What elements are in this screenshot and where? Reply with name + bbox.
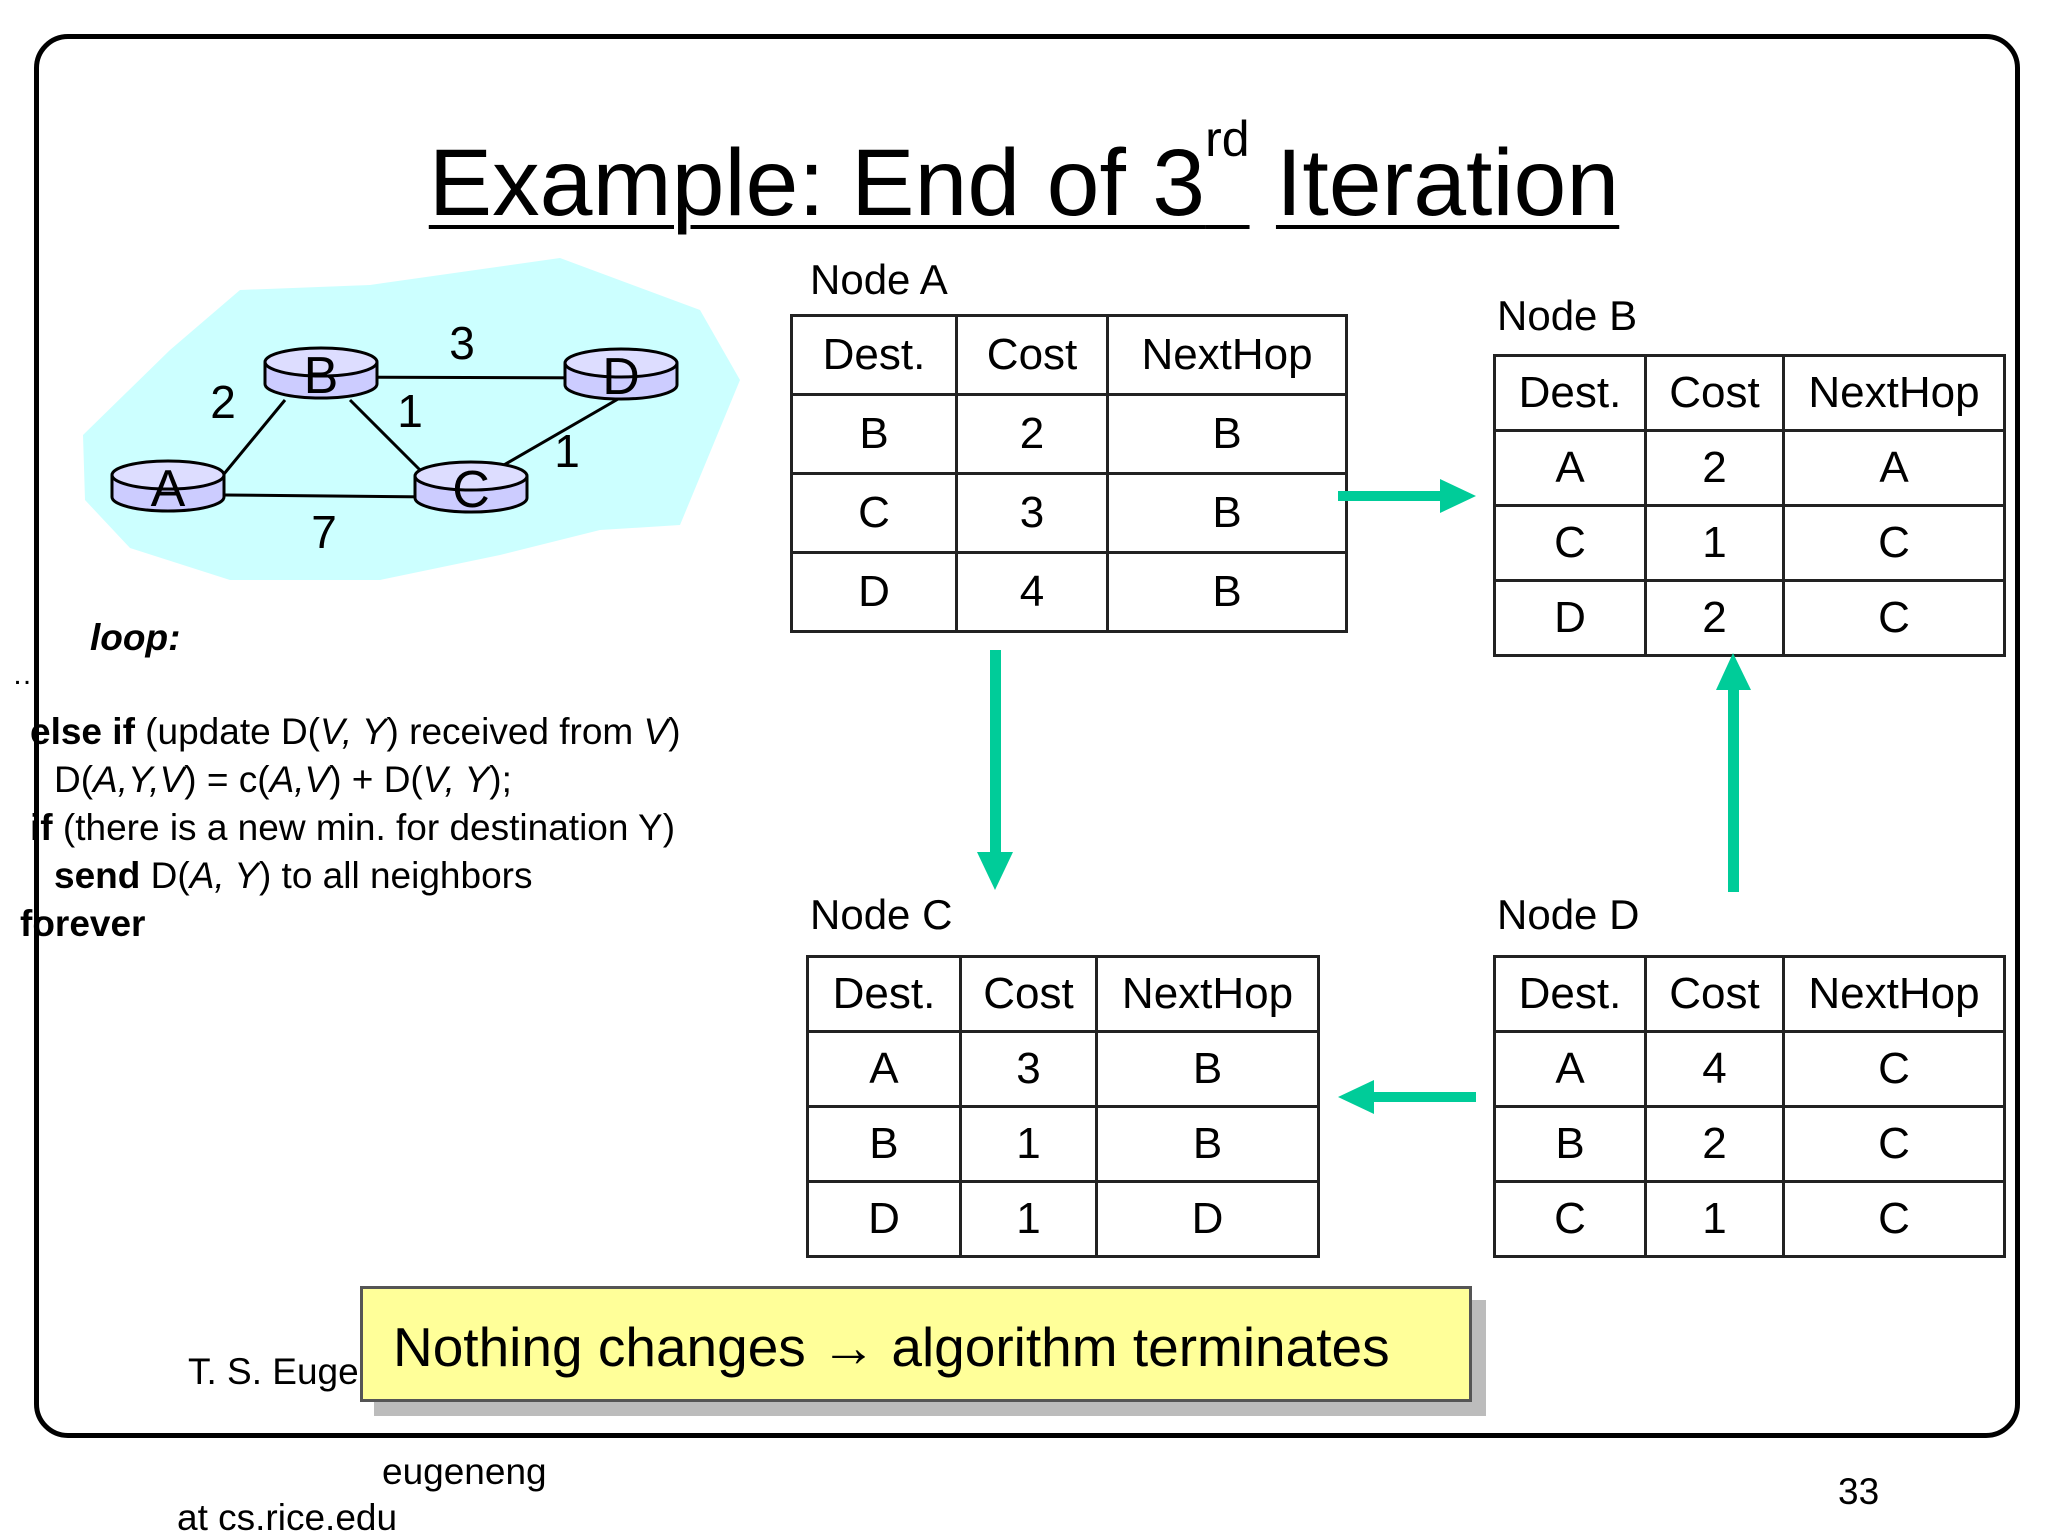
router-d: D [563, 347, 679, 406]
node-d-label: Node D [1497, 891, 1640, 938]
footer-email-domain: at cs.rice.edu [177, 1497, 398, 1538]
router-b: B [263, 346, 379, 405]
arrow-down-icon [977, 650, 1013, 890]
pseudo-line4: send D(A, Y) to all neighbors [54, 855, 533, 896]
slide-title: Example: End of 3rd Iteration [428, 111, 1620, 236]
footer-email-user: eugeneng [382, 1451, 547, 1492]
edge-c-d [489, 393, 626, 475]
edge-cost-a-c: 7 [311, 506, 337, 558]
edge-cost-b-d: 3 [449, 317, 475, 369]
slide-frame [34, 34, 2020, 1438]
arrow-right-icon [1338, 479, 1476, 513]
svg-text:C: C [452, 461, 490, 519]
edge-a-c [224, 493, 436, 499]
pseudo-forever: forever [20, 903, 146, 944]
edge-cost-a-b: 2 [210, 376, 236, 428]
node-b-label: Node B [1497, 292, 1638, 339]
footer-author: T. S. Euge [188, 1351, 359, 1392]
edge-cost-b-c: 1 [397, 385, 423, 437]
network-diagram: 3 2 1 1 7 B D A C [83, 258, 740, 580]
pseudo-ellipsis: … [12, 658, 42, 691]
svg-text:B: B [304, 347, 339, 405]
arrow-left-icon [1338, 1080, 1476, 1114]
svg-text:A: A [151, 460, 186, 518]
node-c-label: Node C [810, 891, 953, 938]
pseudo-loop: loop: [90, 617, 181, 658]
network-region [83, 258, 740, 580]
router-c: C [413, 460, 529, 519]
router-a: A [110, 459, 226, 518]
conclusion-callout: Nothing changes → algorithm terminates [360, 1286, 1472, 1402]
pseudo-line3: if (there is a new min. for destination … [30, 807, 676, 848]
pseudo-line2: D(A,Y,V) = c(A,V) + D(V, Y); [54, 759, 512, 800]
edge-b-c [348, 398, 427, 477]
pseudo-line1: else if (update D(V, Y) received from V) [30, 711, 681, 752]
node-a-label: Node A [810, 256, 948, 303]
svg-text:D: D [602, 348, 640, 406]
edge-cost-c-d: 1 [554, 425, 580, 477]
page-number: 33 [1838, 1471, 1880, 1512]
arrow-up-icon [1716, 653, 1751, 892]
